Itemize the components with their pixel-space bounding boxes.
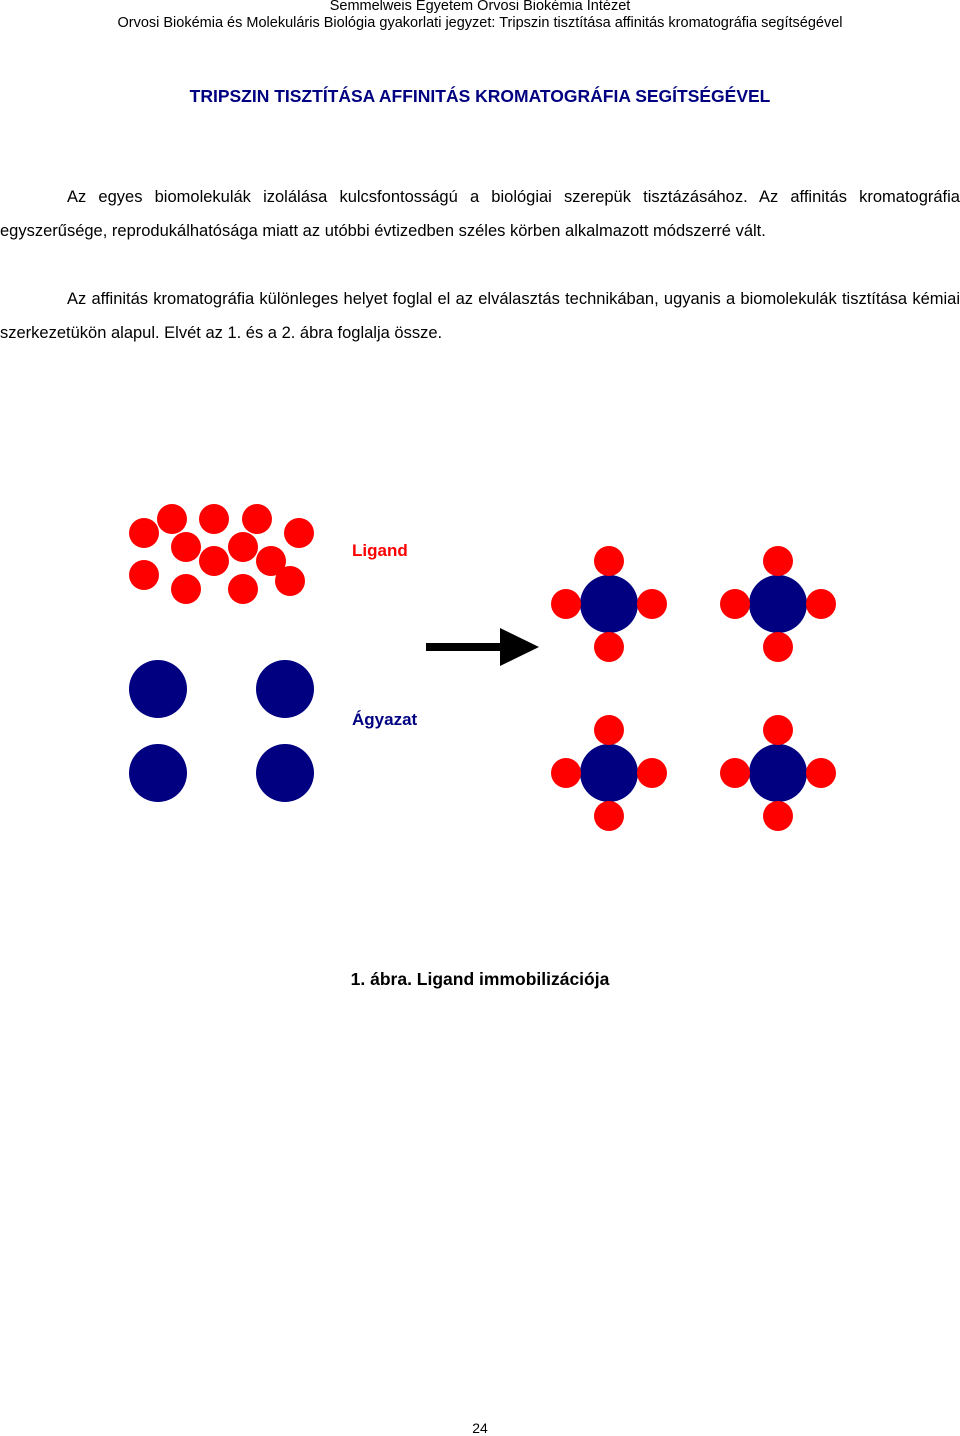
ligand-circle	[763, 715, 793, 745]
ligand-circle	[171, 532, 201, 562]
ligand-circle	[129, 560, 159, 590]
ligand-circle	[284, 518, 314, 548]
ligand-circle	[199, 504, 229, 534]
ligand-circle	[129, 518, 159, 548]
ligand-immobilization-figure: Ligand Ágyazat	[129, 504, 836, 831]
ligand-circle	[256, 546, 286, 576]
immobilized-unit	[551, 546, 667, 662]
ligand-circle	[763, 546, 793, 576]
paragraph-intro: Az egyes biomolekulák izolálása kulcsfon…	[0, 188, 960, 240]
ligand-circle	[720, 589, 750, 619]
immobilized-unit	[720, 546, 836, 662]
matrix-bead	[580, 744, 638, 802]
ligand-circle	[551, 758, 581, 788]
ligand-label: Ligand	[352, 541, 408, 560]
matrix-label: Ágyazat	[352, 710, 418, 729]
matrix-bead	[749, 575, 807, 633]
page-title: TRIPSZIN TISZTÍTÁSA AFFINITÁS KROMATOGRÁ…	[189, 86, 771, 106]
paragraph-principle: Az affinitás kromatográfia különleges he…	[0, 290, 960, 342]
ligand-circle	[594, 801, 624, 831]
ligand-circle	[228, 574, 258, 604]
ligand-circle	[720, 758, 750, 788]
ligand-circle	[228, 532, 258, 562]
ligand-circle	[806, 758, 836, 788]
free-ligands	[129, 504, 314, 604]
matrix-bead	[580, 575, 638, 633]
ligand-circle	[594, 632, 624, 662]
ligand-circle	[199, 546, 229, 576]
matrix-bead	[256, 744, 314, 802]
matrix-bead	[256, 660, 314, 718]
ligand-circle	[763, 632, 793, 662]
ligand-circle	[806, 589, 836, 619]
header-course-title: Orvosi Biokémia és Molekuláris Biológia …	[117, 15, 843, 31]
figure-caption: 1. ábra. Ligand immobilizációja	[350, 969, 610, 989]
ligand-circle	[551, 589, 581, 619]
matrix-bead	[749, 744, 807, 802]
ligand-circle	[594, 715, 624, 745]
ligand-circle	[594, 546, 624, 576]
ligand-circle	[637, 758, 667, 788]
immobilized-unit	[551, 715, 667, 831]
matrix-bead	[129, 660, 187, 718]
immobilized-unit	[720, 715, 836, 831]
ligand-circle	[242, 504, 272, 534]
matrix-bead	[129, 744, 187, 802]
header-institute: Semmelweis Egyetem Orvosi Biokémia Intéz…	[329, 0, 631, 14]
page-number: 24	[472, 1420, 488, 1436]
ligand-circle	[171, 574, 201, 604]
ligand-circle	[157, 504, 187, 534]
ligand-circle	[275, 566, 305, 596]
ligand-circle	[637, 589, 667, 619]
reaction-arrow	[426, 628, 539, 666]
free-matrix-beads	[129, 660, 314, 802]
ligand-circle	[763, 801, 793, 831]
